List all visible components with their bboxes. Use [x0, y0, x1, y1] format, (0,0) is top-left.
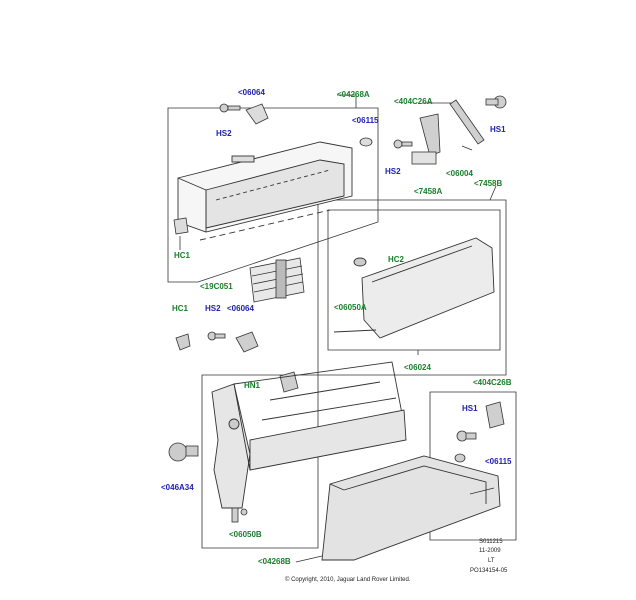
label-hn1: HN1	[244, 381, 261, 390]
label-404c26b: <404C26B	[473, 378, 512, 387]
drawing-code-4: PO134154-05	[470, 568, 508, 574]
frame-06024	[327, 209, 501, 351]
label-06115-top: <06115	[352, 116, 379, 125]
label-046a34: <046A34	[161, 483, 194, 492]
fastener-right-group	[454, 401, 505, 463]
drawing-code-3: LT	[488, 558, 495, 564]
glovebox-bin-lower	[321, 455, 501, 561]
label-06050b: <06050B	[229, 530, 262, 539]
clip-hc1-top	[173, 217, 189, 235]
drawing-code-1: S011215	[479, 539, 503, 545]
label-hs2-top: HS2	[216, 129, 232, 138]
knob-046a34	[168, 442, 199, 462]
clip-06064-top	[245, 103, 269, 125]
glovebox-lid	[333, 237, 495, 339]
copyright-text: © Copyright, 2010, Jaguar Land Rover Lim…	[285, 577, 411, 583]
label-404c26a: <404C26A	[394, 97, 433, 106]
label-06004: <06004	[446, 169, 473, 178]
latch-mechanism	[393, 95, 507, 165]
label-7458b: <7458B	[474, 179, 503, 188]
support-bracket	[211, 361, 407, 509]
label-hs1-top: HS1	[490, 125, 506, 134]
label-hc1-top: HC1	[174, 251, 191, 260]
label-hc1-mid: HC1	[172, 304, 189, 313]
label-hs1-mid: HS1	[462, 404, 478, 413]
glovebox-liner-upper	[177, 141, 353, 241]
air-duct-19c051	[249, 257, 305, 303]
label-06115-bot: <06115	[485, 457, 512, 466]
label-06050a: <06050A	[334, 303, 367, 312]
fastener-hs2-top	[219, 103, 241, 113]
label-hc2: HC2	[388, 255, 405, 264]
clip-06115-top	[359, 137, 373, 147]
frame-04268a	[167, 107, 379, 283]
label-06024: <06024	[404, 363, 431, 372]
label-04268a: <04268A	[337, 90, 370, 99]
label-04268b: <04268B	[258, 557, 291, 566]
drawing-code-2: 11-2009	[479, 548, 501, 554]
fastener-mid-group	[175, 331, 299, 393]
label-06064-top: <06064	[238, 88, 265, 97]
label-7458a: <7458A	[414, 187, 443, 196]
frame-7458b	[201, 199, 507, 549]
label-hs2-mid: HS2	[205, 304, 221, 313]
pin-06050b	[231, 507, 248, 523]
label-06064-mid: <06064	[227, 304, 254, 313]
label-19c051: <19C051	[200, 282, 233, 291]
label-hs2-right: HS2	[385, 167, 401, 176]
